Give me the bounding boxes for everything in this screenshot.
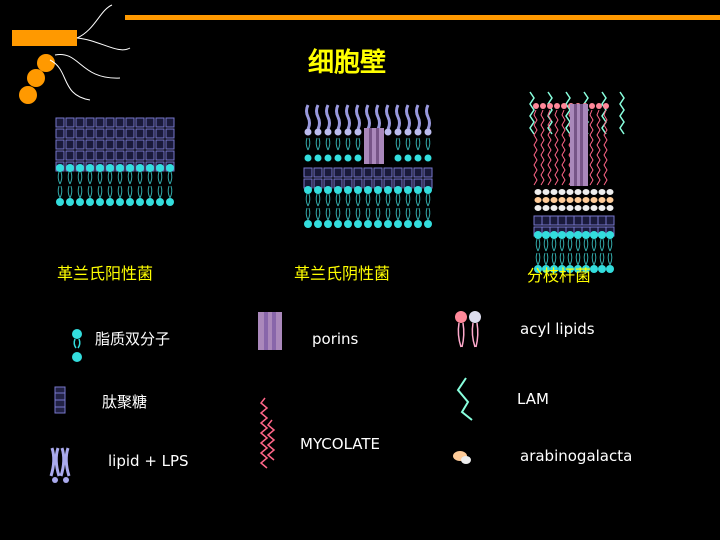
lipid-lps-icon — [49, 447, 71, 483]
legend-peptidoglycan: 肽聚糖 — [102, 393, 148, 411]
mycolate-icon — [259, 397, 276, 469]
gram-negative-wall — [303, 104, 433, 228]
lam-icon — [456, 377, 473, 421]
legend-lam: LAM — [517, 390, 549, 408]
arabinogalactan-icon — [453, 451, 471, 464]
lipid-bilayer-icon — [72, 329, 82, 362]
label-gram-positive: 革兰氏阳性菌 — [57, 264, 154, 283]
legend-porins: porins — [312, 330, 359, 348]
legend-lipid-bilayer: 脂质双分子 — [95, 330, 171, 348]
porin-icon — [258, 312, 282, 350]
mycobacteria-wall — [529, 91, 625, 273]
label-mycobacteria: 分枝杆菌 — [527, 266, 592, 285]
bacteria-logo-icon — [12, 4, 720, 104]
acyl-lipid-icon — [455, 311, 481, 348]
legend-arabinogalactan: arabinogalacta — [520, 447, 633, 465]
page-title: 细胞壁 — [308, 48, 387, 78]
legend-mycolate: MYCOLATE — [300, 435, 381, 453]
gram-positive-wall — [55, 117, 175, 206]
legend-lipid-lps: lipid + LPS — [108, 452, 189, 470]
peptidoglycan-icon — [54, 386, 66, 414]
legend-acyl-lipids: acyl lipids — [520, 320, 595, 338]
label-gram-negative: 革兰氏阴性菌 — [294, 264, 391, 283]
